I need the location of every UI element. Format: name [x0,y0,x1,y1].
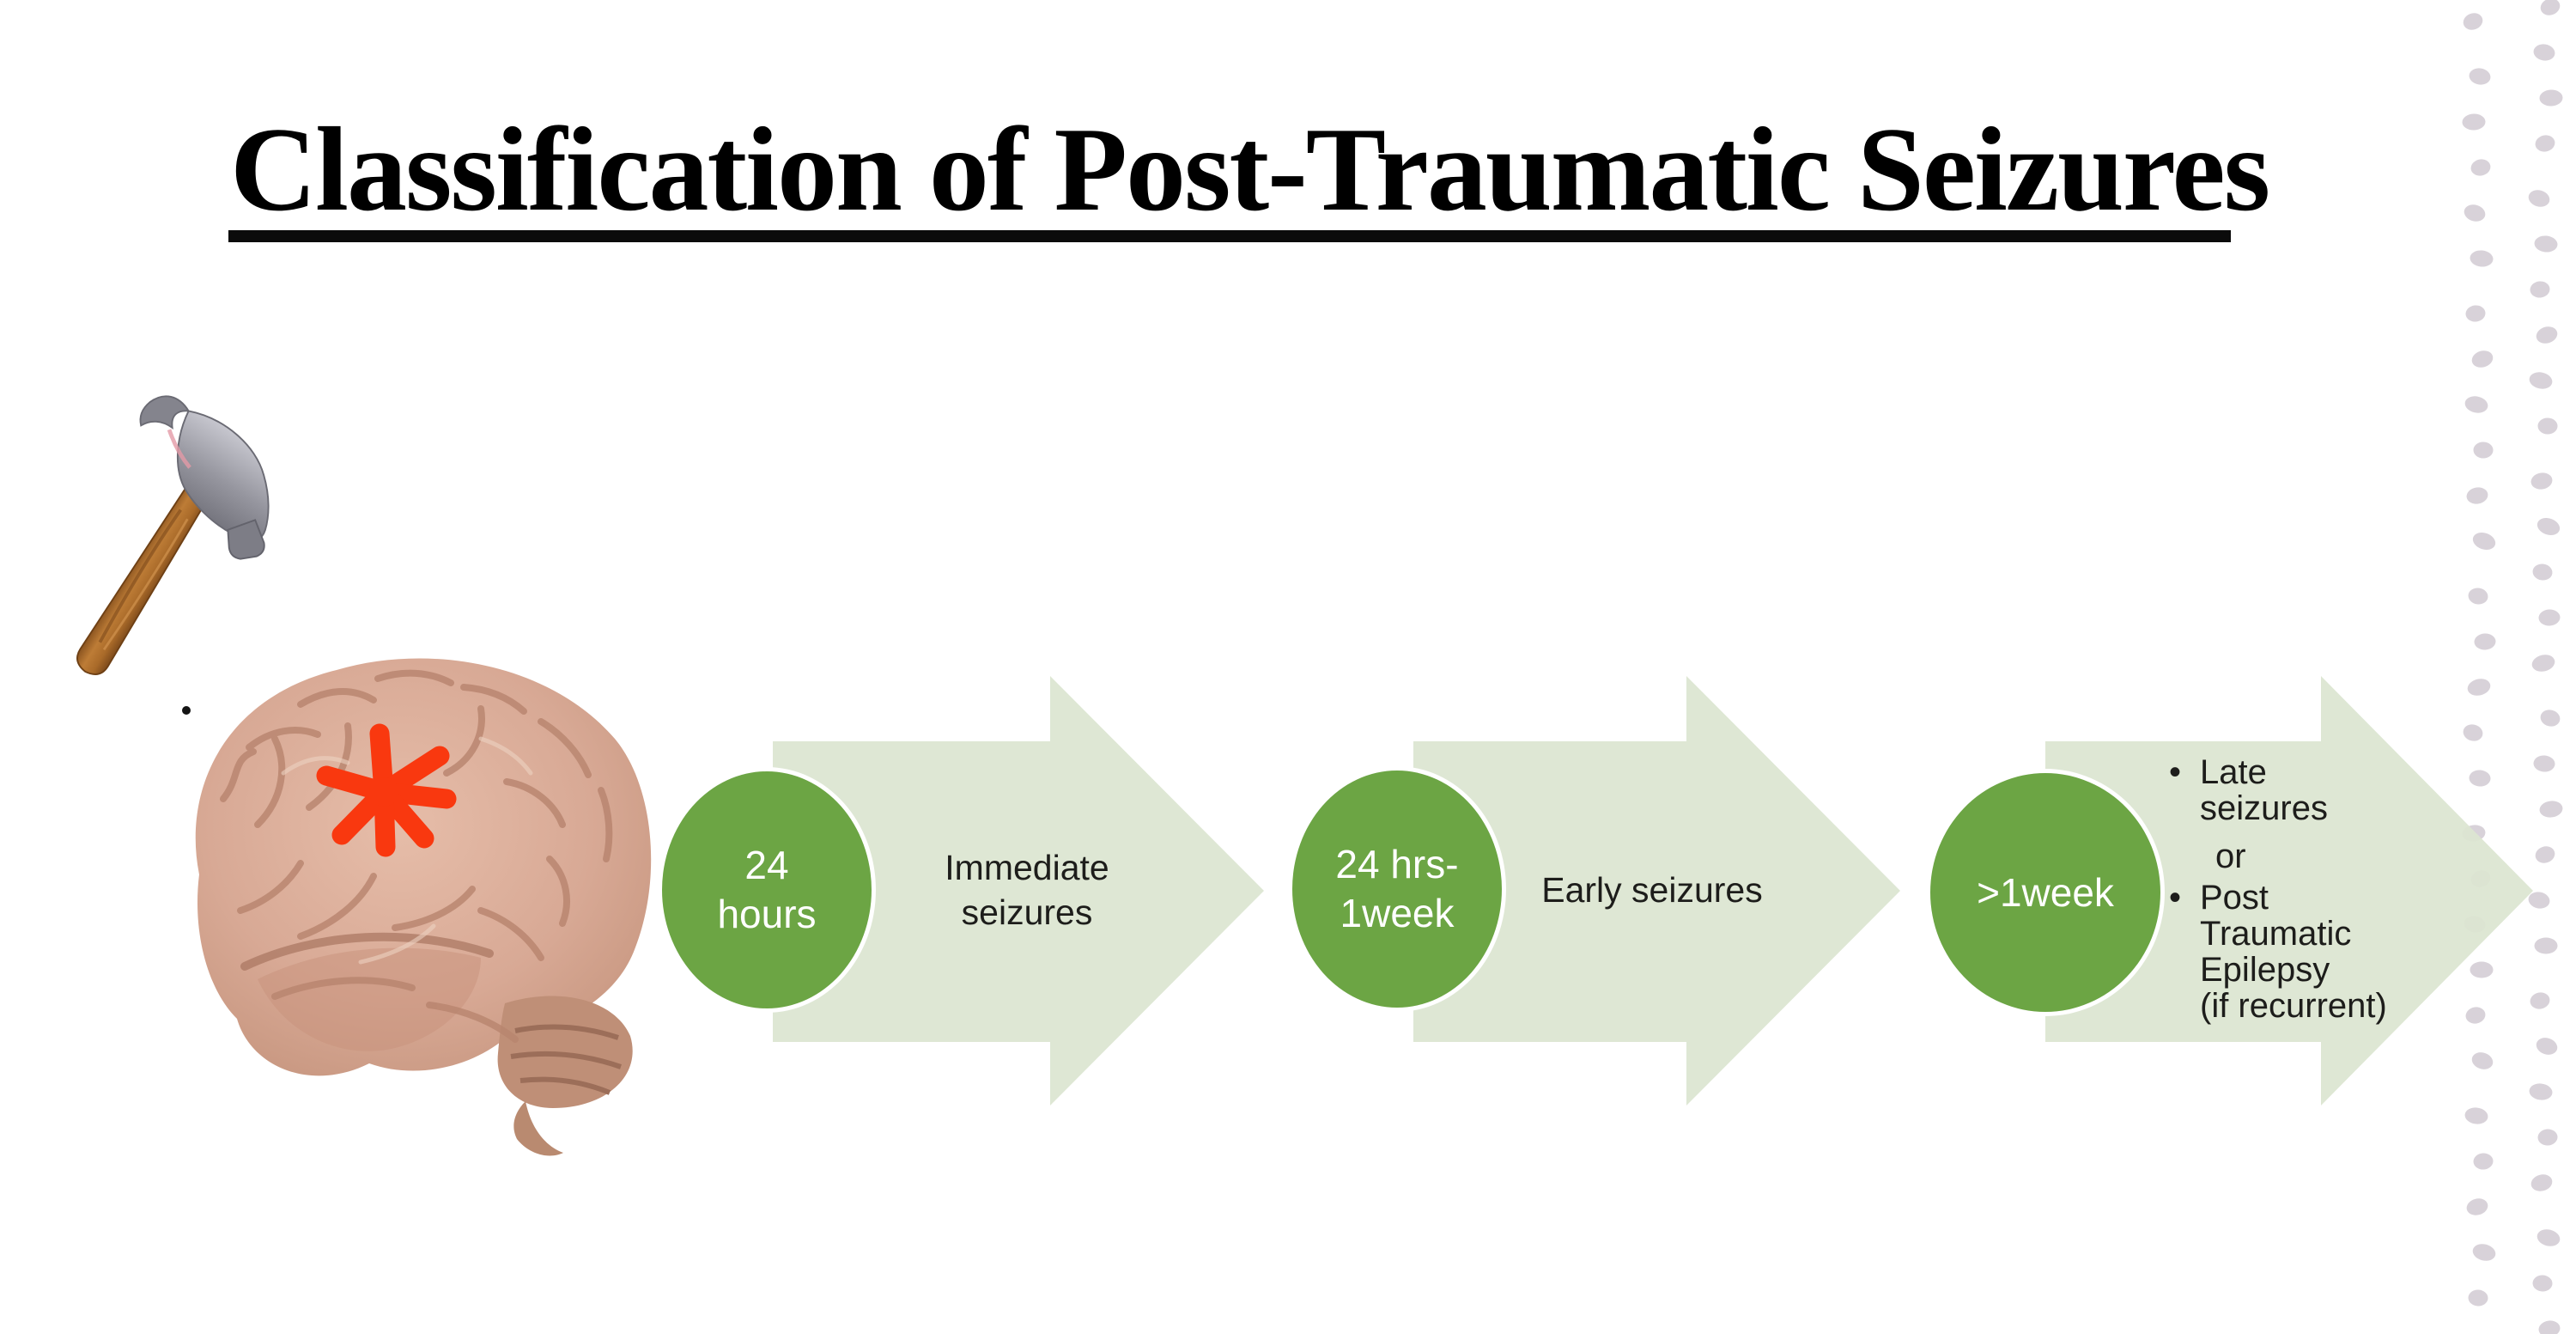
circle-text-line: >1week [1977,869,2114,915]
step-label-late-seizures-list: • Late seizures or • Post Traumatic Epil… [2162,754,2420,1024]
list-item: • Post [2162,880,2420,916]
list-item-text: Epilepsy [2200,951,2330,989]
list-item-or: or [2162,838,2420,874]
circle-text-line: 24 [744,843,789,887]
list-item: Epilepsy [2162,952,2420,988]
circle-text-line: 24 hrs- [1335,842,1459,886]
black-speck [182,706,191,715]
title-underline [228,230,2231,242]
list-item-text: (if recurrent) [2200,987,2387,1025]
list-item-text: or [2215,838,2246,875]
list-item: Traumatic [2162,916,2420,952]
list-item-text: Post [2200,879,2269,917]
list-item: (if recurrent) [2162,988,2420,1024]
step-circle-over-1week: >1week [1926,769,2165,1016]
step-circle-24-hours: 24 hours [658,767,876,1013]
list-item-text: seizures [2200,789,2328,827]
step-circle-24hrs-1week: 24 hrs- 1week [1288,766,1506,1012]
label-line: Early seizures [1541,870,1763,910]
label-line: seizures [961,892,1093,932]
impact-asterisk-icon [316,723,457,857]
circle-text-line: hours [717,892,817,936]
circle-text-line: 1week [1340,891,1455,935]
label-line: Immediate [945,848,1109,887]
dot-pattern [2462,0,2563,1334]
step-label-early-seizures: Early seizures [1498,868,1807,912]
slide-title: Classification of Post-Traumatic Seizure… [230,103,2270,236]
brain-icon [195,658,652,1156]
list-item: seizures [2162,790,2420,826]
list-item-text: Traumatic [2200,915,2352,953]
hammer-icon [76,395,270,676]
list-item: • Late [2162,754,2420,790]
step-label-immediate-seizures: Immediate seizures [876,845,1178,935]
list-item-text: Late [2200,753,2267,791]
bullet-icon: • [2169,753,2182,791]
bullet-icon: • [2169,879,2182,917]
